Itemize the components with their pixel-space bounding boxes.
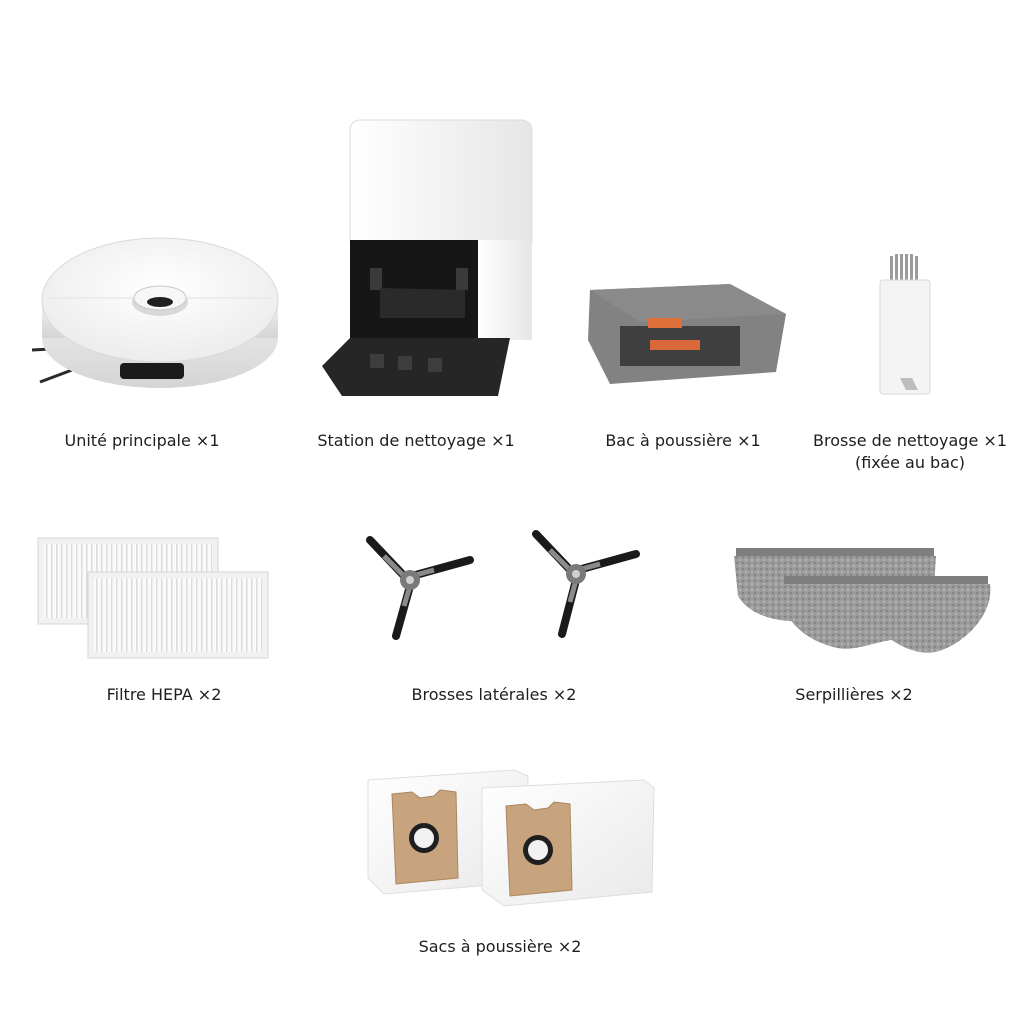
robot-vacuum-image <box>31 237 279 388</box>
item-label: Unité principale ×1 <box>64 431 220 450</box>
item-label: Station de nettoyage ×1 <box>317 431 515 450</box>
cleaning-brush-image <box>879 254 931 395</box>
side-brush-image <box>366 536 474 640</box>
mop-pad-image <box>734 548 991 653</box>
cleaning-station-image <box>322 119 533 396</box>
dust-bin-image <box>588 284 786 384</box>
item-label: Bac à poussière ×1 <box>605 431 761 450</box>
item-label: Sacs à poussière ×2 <box>418 937 582 956</box>
hepa-filter-image <box>37 537 269 659</box>
item-sublabel: (fixée au bac) <box>854 453 966 472</box>
side-brush-image <box>532 530 640 638</box>
dust-bag-image <box>367 769 655 907</box>
item-label: Serpillières ×2 <box>795 685 913 704</box>
item-label: Brosses latérales ×2 <box>411 685 577 704</box>
item-label: Brosse de nettoyage ×1 <box>813 431 1007 450</box>
item-label: Filtre HEPA ×2 <box>106 685 222 704</box>
